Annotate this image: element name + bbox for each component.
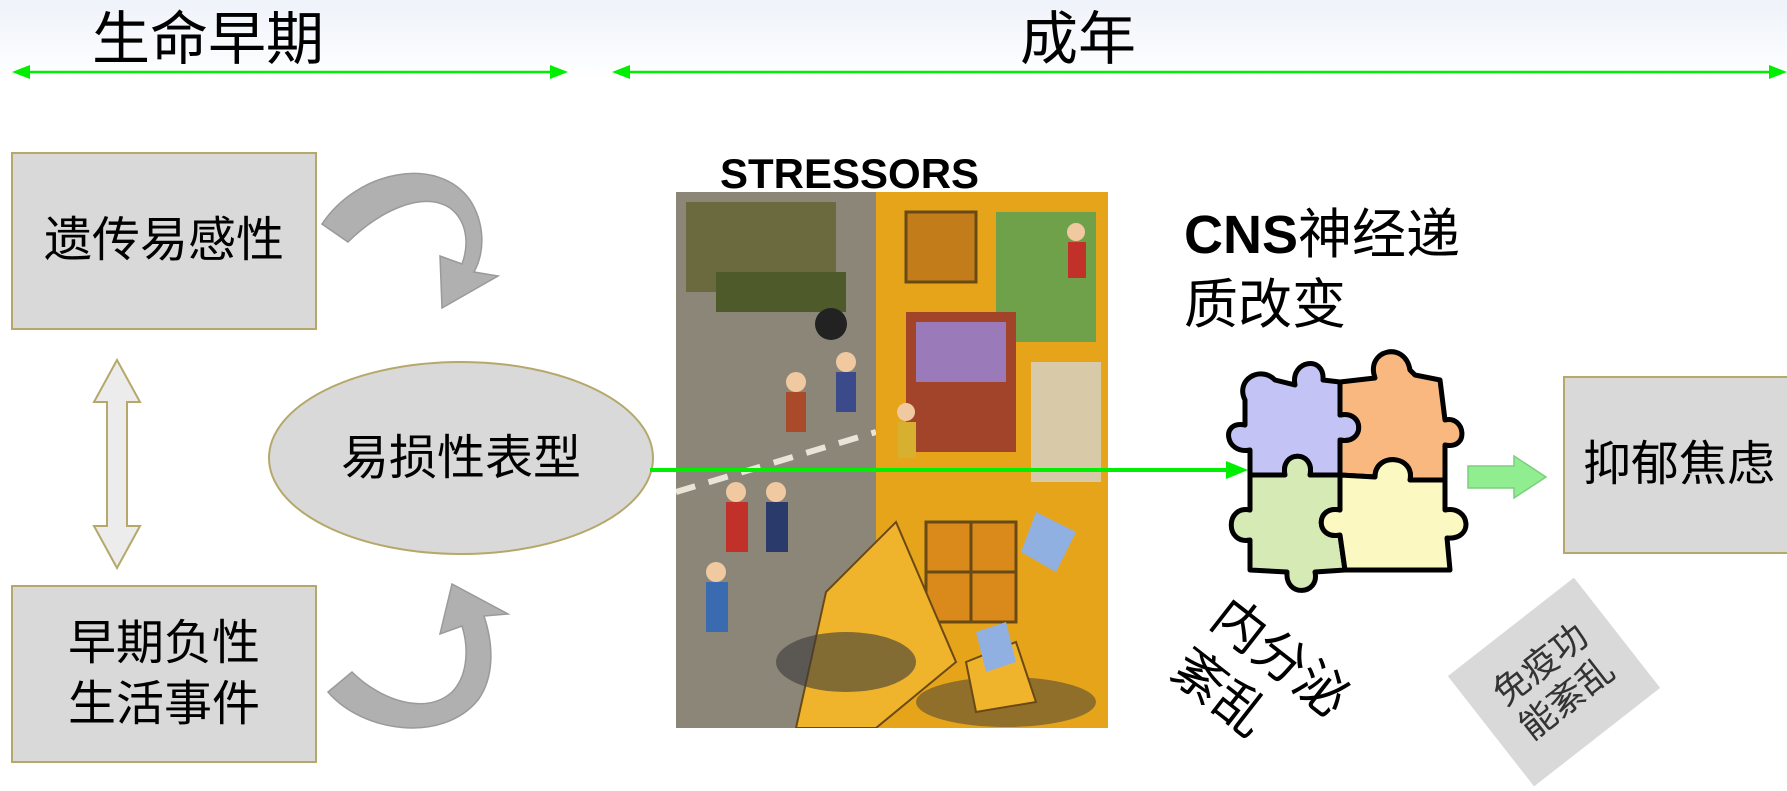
stressors-title: STRESSORS xyxy=(720,150,980,197)
green-pathway-arrow xyxy=(650,461,1248,479)
curved-arrow-bottom xyxy=(326,582,511,729)
cns-line1-rest: 神经递 xyxy=(1298,203,1461,266)
cns-label: CNS神经递 质改变 xyxy=(1184,200,1460,340)
timeline-arrows xyxy=(12,65,1787,79)
bidirectional-arrow xyxy=(92,357,142,571)
genetic-susceptibility-box: 遗传易感性 xyxy=(11,152,317,330)
vulnerable-phenotype-label: 易损性表型 xyxy=(340,430,581,486)
curved-arrow-top xyxy=(320,172,501,310)
cns-prefix: CNS xyxy=(1184,205,1299,265)
phase-label-adulthood: 成年 xyxy=(1020,5,1137,73)
outcome-label: 抑郁焦虑 xyxy=(1583,436,1776,493)
puzzle-pieces xyxy=(1226,349,1469,593)
endocrine-label: 内分泌 紊乱 xyxy=(1158,585,1361,783)
immune-disorder-label: 免疫功 能紊乱 xyxy=(1447,577,1661,787)
outcome-arrow xyxy=(1467,454,1548,500)
phase-label-early-life: 生命早期 xyxy=(92,5,325,73)
early-life-events-line1: 早期负性 xyxy=(67,614,260,671)
early-life-events-box: 早期负性 生活事件 xyxy=(11,585,317,763)
genetic-susceptibility-label: 遗传易感性 xyxy=(43,212,284,269)
stressors-illustration xyxy=(676,192,1108,728)
cns-line2: 质改变 xyxy=(1184,273,1346,337)
early-life-events-line2: 生活事件 xyxy=(67,676,260,732)
vulnerable-phenotype-ellipse xyxy=(268,361,654,555)
outcome-box: 抑郁焦虑 xyxy=(1563,376,1787,554)
